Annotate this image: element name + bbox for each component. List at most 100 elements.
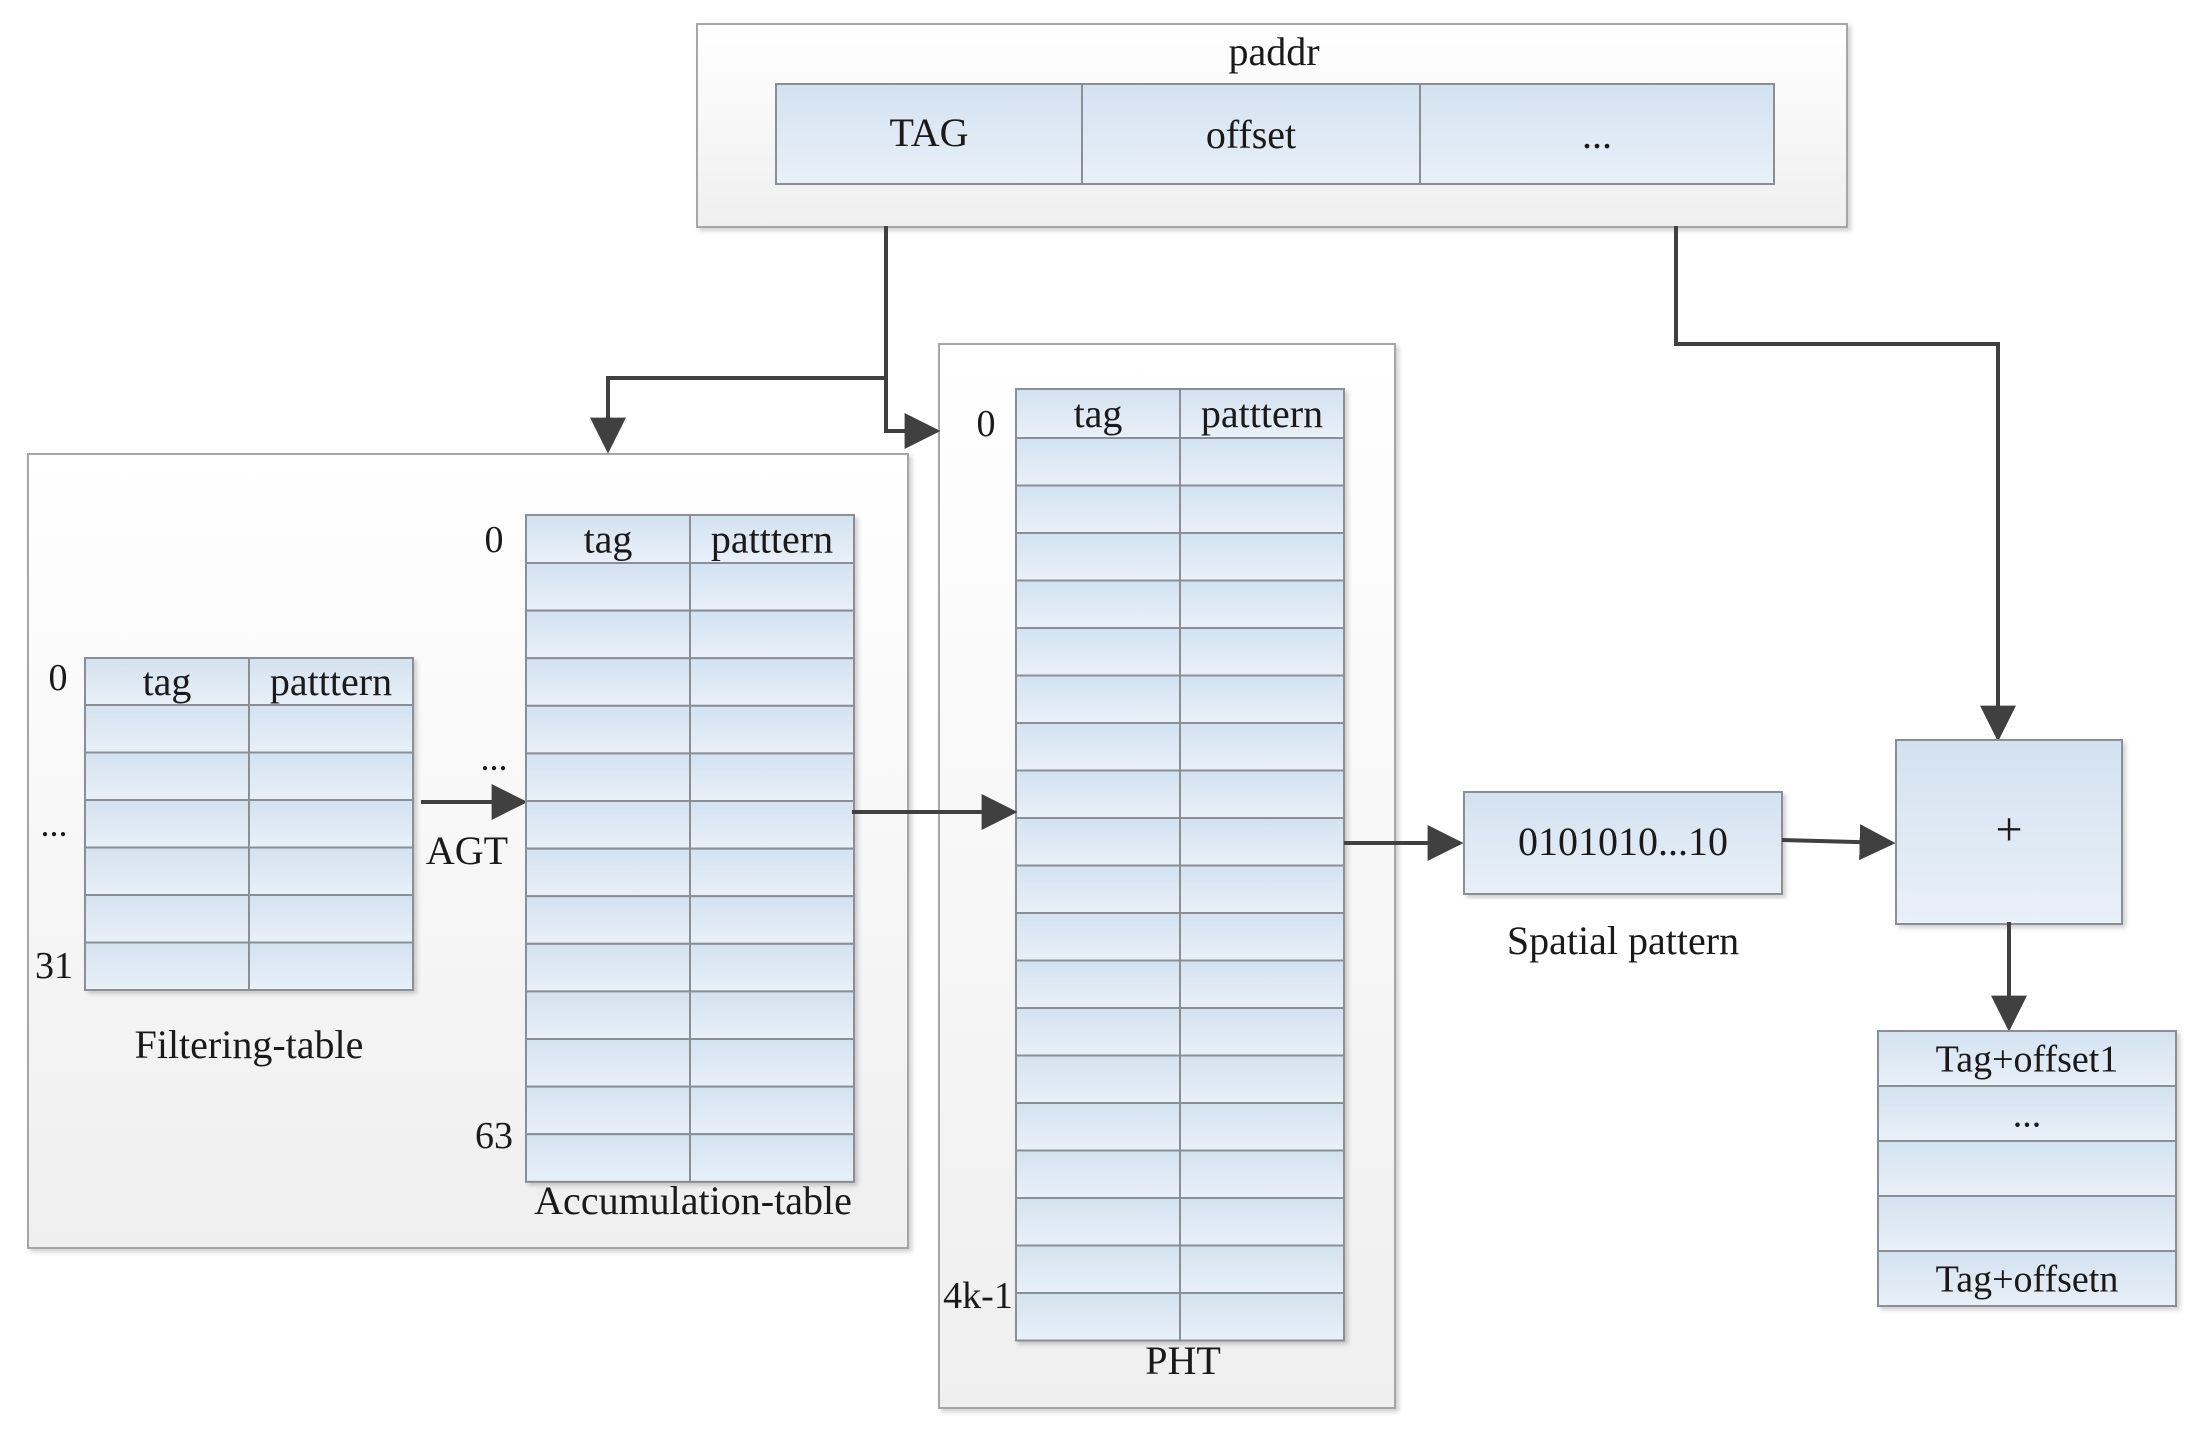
- pht-cell: [1015, 912, 1181, 962]
- filtering-header-cell: [248, 657, 414, 706]
- accumulation-cell: [689, 1038, 855, 1088]
- filtering-cell: [84, 704, 250, 754]
- accumulation-cell: [689, 1085, 855, 1136]
- paddr-field-tag: TAG: [889, 110, 968, 155]
- pht-header-cell: [1015, 388, 1181, 439]
- spatial-pattern-to-adder-arrow: [1781, 824, 1896, 861]
- filtering-header-pattern: patttern: [270, 659, 392, 704]
- filtering-index-first: 0: [49, 657, 68, 699]
- pht-cell: [1179, 579, 1345, 629]
- filtering-cell: [84, 941, 250, 991]
- accumulation-cell: [689, 704, 855, 755]
- pht-cell: [1179, 484, 1345, 534]
- pht-cell: [1015, 1054, 1181, 1104]
- filtering-cell: [84, 799, 250, 849]
- pht-caption: PHT: [1145, 1338, 1221, 1383]
- pht-header-pattern: patttern: [1201, 391, 1323, 436]
- output-list-row: [1877, 1195, 2177, 1252]
- accumulation-cell: [525, 609, 691, 660]
- agt-label: AGT: [426, 828, 508, 873]
- filtering-cell: [248, 751, 414, 801]
- pht-cell: [1179, 627, 1345, 677]
- paddr-field-rest: ...: [1582, 112, 1612, 157]
- pht-cell: [1015, 817, 1181, 867]
- accumulation-index-last: 63: [475, 1115, 513, 1157]
- pht-cell: [1015, 1197, 1181, 1247]
- paddr-panel: paddr TAG offset ...: [696, 23, 1848, 228]
- accumulation-cell: [525, 800, 691, 850]
- accumulation-cell: [525, 752, 691, 803]
- pht-cell: [1015, 579, 1181, 629]
- pht-index-first: 0: [977, 403, 996, 445]
- spatial-pattern-box: 0101010...10: [1463, 791, 1783, 895]
- pht-cell: [1179, 912, 1345, 962]
- accumulation-header-cell: [525, 514, 691, 564]
- accumulation-header-cell: [689, 514, 855, 564]
- pht-cell: [1015, 1244, 1181, 1294]
- accumulation-table: tag patttern: [525, 514, 855, 1183]
- accumulation-cell: [689, 942, 855, 993]
- pht-cell: [1179, 1244, 1345, 1294]
- accumulation-cell: [689, 990, 855, 1041]
- pht-cell: [1179, 674, 1345, 724]
- accumulation-cell: [525, 847, 691, 898]
- pht-cell: [1015, 1007, 1181, 1057]
- pht-cell: [1015, 1292, 1181, 1342]
- adder-symbol: +: [1995, 803, 2022, 856]
- pht-cell: [1179, 437, 1345, 487]
- output-list-row: [1877, 1085, 2177, 1142]
- pht-cell: [1179, 1149, 1345, 1199]
- accumulation-cell: [689, 609, 855, 660]
- accumulation-cell: [525, 942, 691, 993]
- pht-cell: [1015, 1149, 1181, 1199]
- pht-cell: [1179, 864, 1345, 914]
- pht-cell: [1015, 1102, 1181, 1152]
- output-list-row: [1877, 1140, 2177, 1197]
- accumulation-cell: [689, 1133, 855, 1183]
- pht-cell: [1015, 674, 1181, 724]
- filtering-cell: [248, 704, 414, 754]
- pht-cell: [1179, 959, 1345, 1009]
- output-list-item: Tag+offsetn: [1936, 1259, 2119, 1301]
- accumulation-cell: [689, 562, 855, 612]
- output-list-item: ...: [2013, 1094, 2042, 1136]
- filtering-table-caption: Filtering-table: [135, 1022, 364, 1067]
- pht-cell: [1015, 437, 1181, 487]
- pht-cell: [1179, 1007, 1345, 1057]
- pht-cell: [1179, 1197, 1345, 1247]
- filtering-cell: [248, 799, 414, 849]
- accumulation-cell: [525, 704, 691, 755]
- accumulation-cell: [525, 1085, 691, 1136]
- accumulation-header-pattern: patttern: [711, 517, 833, 562]
- spatial-pattern-value: 0101010...10: [1518, 819, 1728, 864]
- accumulation-cell: [525, 990, 691, 1041]
- pht-cell: [1015, 484, 1181, 534]
- accumulation-cell: [689, 895, 855, 945]
- accumulation-cell: [689, 800, 855, 850]
- accumulation-cell: [525, 657, 691, 707]
- pht-cell: [1179, 817, 1345, 867]
- paddr-to-tables-connector: [590, 226, 941, 454]
- pht-cell: [1179, 1054, 1345, 1104]
- pht-cell: [1015, 769, 1181, 819]
- pht-cell: [1179, 1102, 1345, 1152]
- filtering-cell: [84, 894, 250, 944]
- paddr-field-offset: offset: [1206, 112, 1296, 157]
- output-list-row: [1877, 1030, 2177, 1087]
- pht-cell: [1015, 532, 1181, 582]
- accumulation-cell: [689, 657, 855, 707]
- output-list-item: Tag+offset1: [1936, 1039, 2119, 1081]
- accumulation-header-tag: tag: [584, 517, 633, 562]
- pht-cell: [1015, 959, 1181, 1009]
- pht-cell: [1179, 532, 1345, 582]
- pht-header-tag: tag: [1074, 391, 1123, 436]
- accumulation-cell: [689, 752, 855, 803]
- paddr-to-adder-connector: [1674, 226, 2016, 742]
- filtering-cell: [248, 846, 414, 896]
- accumulation-cell: [525, 562, 691, 612]
- filtering-cell: [248, 894, 414, 944]
- accumulation-index-first: 0: [485, 519, 504, 561]
- accumulation-cell: [689, 847, 855, 898]
